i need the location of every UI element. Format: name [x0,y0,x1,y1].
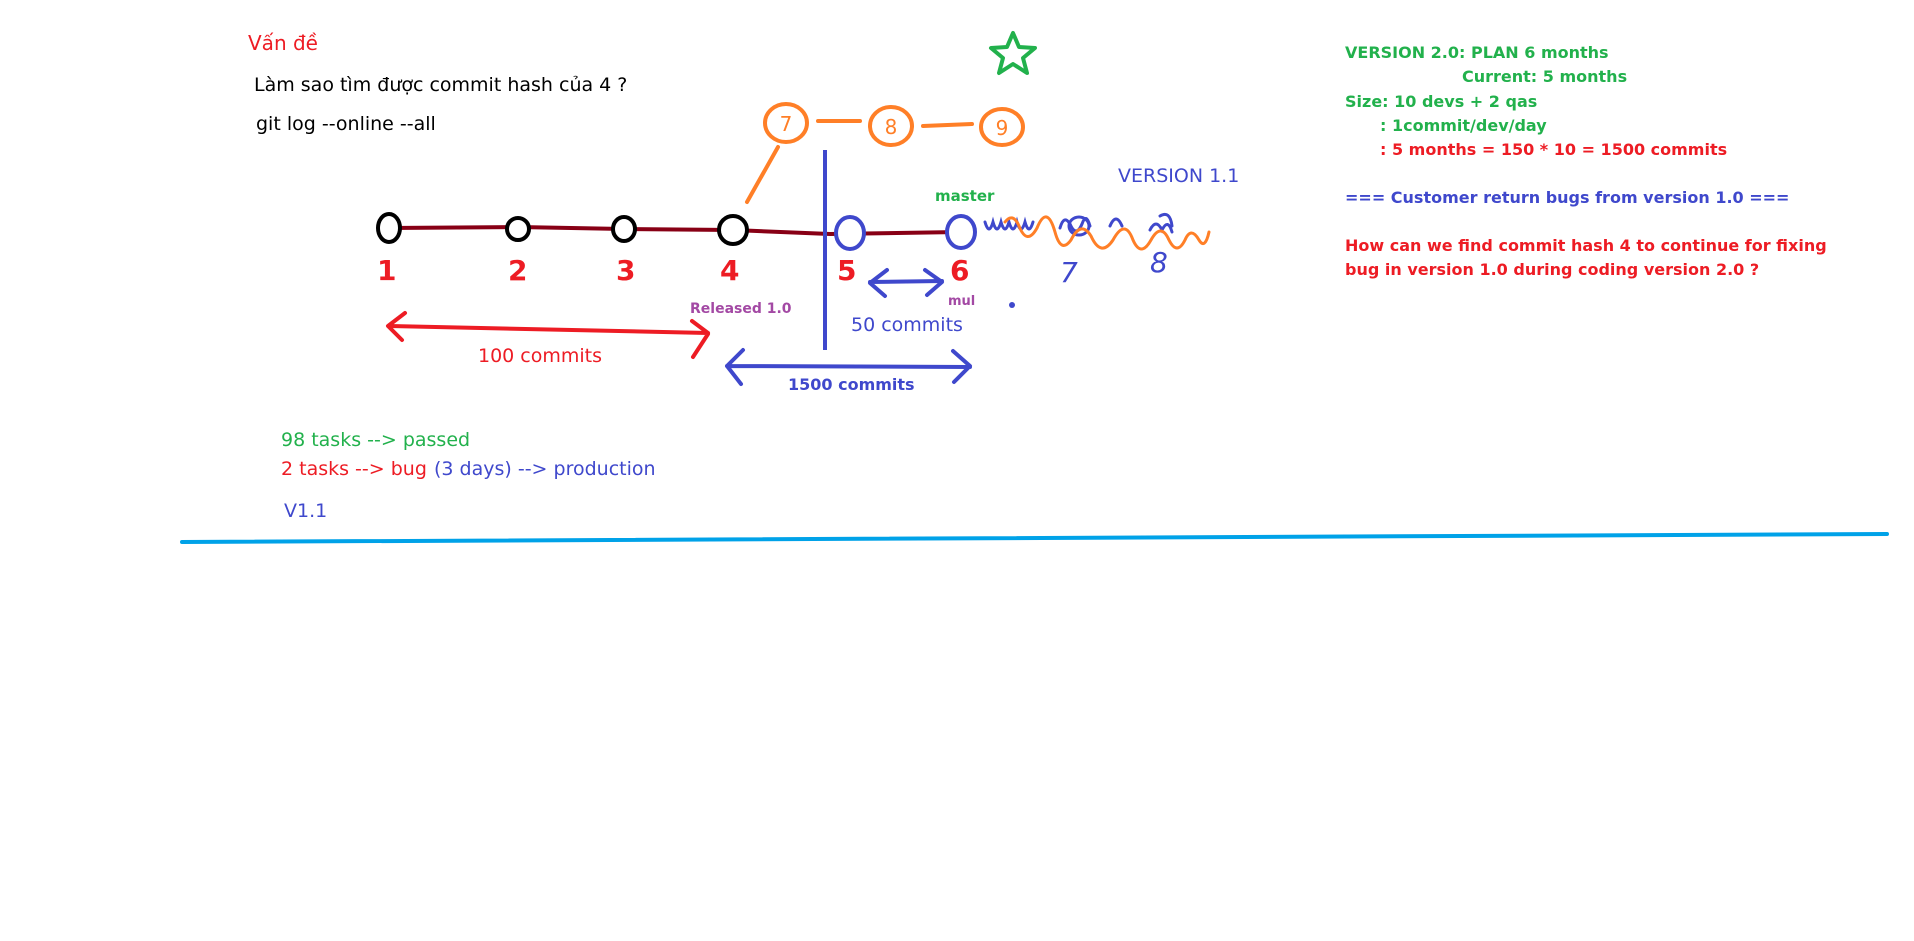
plan-line-2: Current: 5 months [1462,67,1627,86]
commit-label-4: 4 [720,254,739,287]
commit-node-5 [834,215,866,251]
customer-bugs-line: === Customer return bugs from version 1.… [1345,188,1789,207]
plan-line-5: : 5 months = 150 * 10 = 1500 commits [1380,140,1727,159]
span-100-label: 100 commits [478,345,602,367]
main-branch-line [387,224,962,237]
problem-title: Vấn đề [248,31,318,55]
commit-label-1: 1 [377,254,396,287]
blue-scribble-circle-7 [1067,215,1091,237]
scribble-label-8: 8 [1150,246,1168,279]
span-50-label: 50 commits [851,314,963,336]
commit-label-2: 2 [508,254,527,287]
tasks-version: V1.1 [284,500,327,522]
span-1500-label: 1500 commits [788,375,915,394]
plan-line-3: Size: 10 devs + 2 qas [1345,92,1537,111]
feature-branch-connector [745,145,780,204]
scribble-label-7: 7 [1060,256,1078,289]
commit-node-1 [376,212,402,244]
tasks-passed: 98 tasks --> passed [281,429,470,451]
released-label: Released 1.0 [690,301,792,317]
span-100-arrow [386,311,710,359]
commit-label-8: 8 [885,115,898,139]
question-line-2: bug in version 1.0 during coding version… [1345,260,1759,279]
span-1500-arrow [725,348,972,386]
feature-branch-link-8-9 [921,122,974,128]
commit-node-6 [945,214,977,250]
commit-label-3: 3 [616,254,635,287]
commit-node-7 [763,102,809,144]
commit-label-5: 5 [837,254,856,287]
commit-node-4 [717,214,749,246]
commit-node-9 [979,107,1025,147]
commit-node-2 [505,216,531,242]
bottom-divider [180,532,1889,544]
orange-scribble [1003,215,1211,251]
commit-node-3 [611,215,637,243]
tasks-bug-days: (3 days) --> production [434,458,656,480]
commit-node-8 [868,105,914,147]
problem-question: Làm sao tìm được commit hash của 4 ? [254,74,627,96]
master-label: master [935,187,995,205]
span-50-arrow [868,268,944,298]
star-icon [989,31,1037,75]
dot-mark [1009,302,1015,308]
tasks-bug: 2 tasks --> bug [281,458,427,480]
commit-label-7: 7 [780,112,793,136]
commit-label-6: 6 [950,254,969,287]
plan-line-4: : 1commit/dev/day [1380,116,1547,135]
commit-label-9: 9 [996,116,1009,140]
version-11-label: VERSION 1.1 [1118,165,1239,187]
mul-label: mul [948,294,975,309]
git-command: git log --online --all [256,113,436,135]
question-line-1: How can we find commit hash 4 to continu… [1345,236,1827,255]
plan-line-1: VERSION 2.0: PLAN 6 months [1345,43,1609,62]
